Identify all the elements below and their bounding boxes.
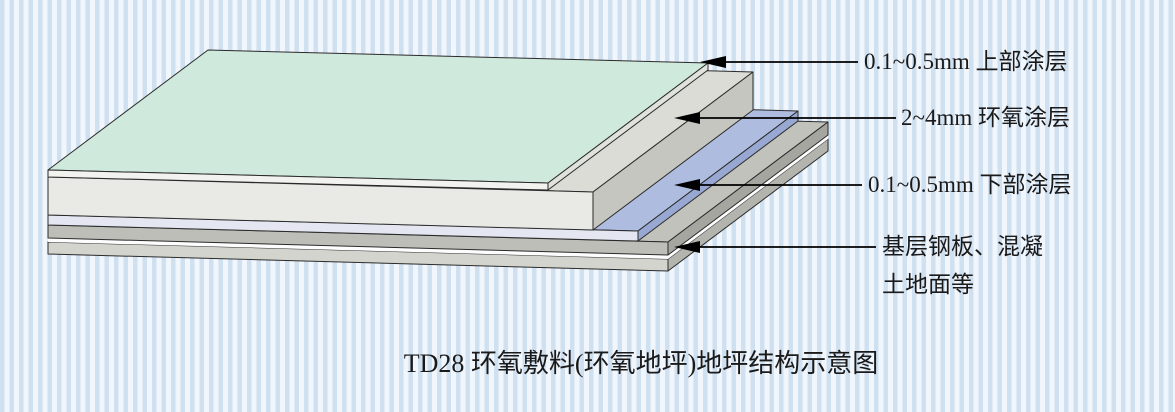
arrowhead-base-layer	[674, 241, 700, 253]
epoxy-coating-right-face	[592, 71, 754, 231]
upper-coating-right-face	[547, 62, 709, 191]
label-base-layer: 基层钢板、混凝 土地面等	[882, 234, 1043, 297]
figure-caption: TD28 环氧敷料(环氧地坪)地坪结构示意图	[403, 349, 879, 378]
label-upper-coating: 0.1~0.5mm 上部涂层	[864, 49, 1068, 74]
base-plate-2-right-face	[667, 138, 829, 272]
label-lower-coating: 0.1~0.5mm 下部涂层	[868, 172, 1072, 197]
lower-coating-right-face	[637, 110, 799, 242]
base-plate-1-right-face	[667, 121, 829, 256]
arrowhead-upper-coating	[700, 56, 726, 68]
arrowhead-epoxy-coating	[674, 112, 700, 124]
label-epoxy-coating: 2~4mm 环氧涂层	[901, 105, 1070, 130]
arrowhead-lower-coating	[674, 179, 700, 191]
